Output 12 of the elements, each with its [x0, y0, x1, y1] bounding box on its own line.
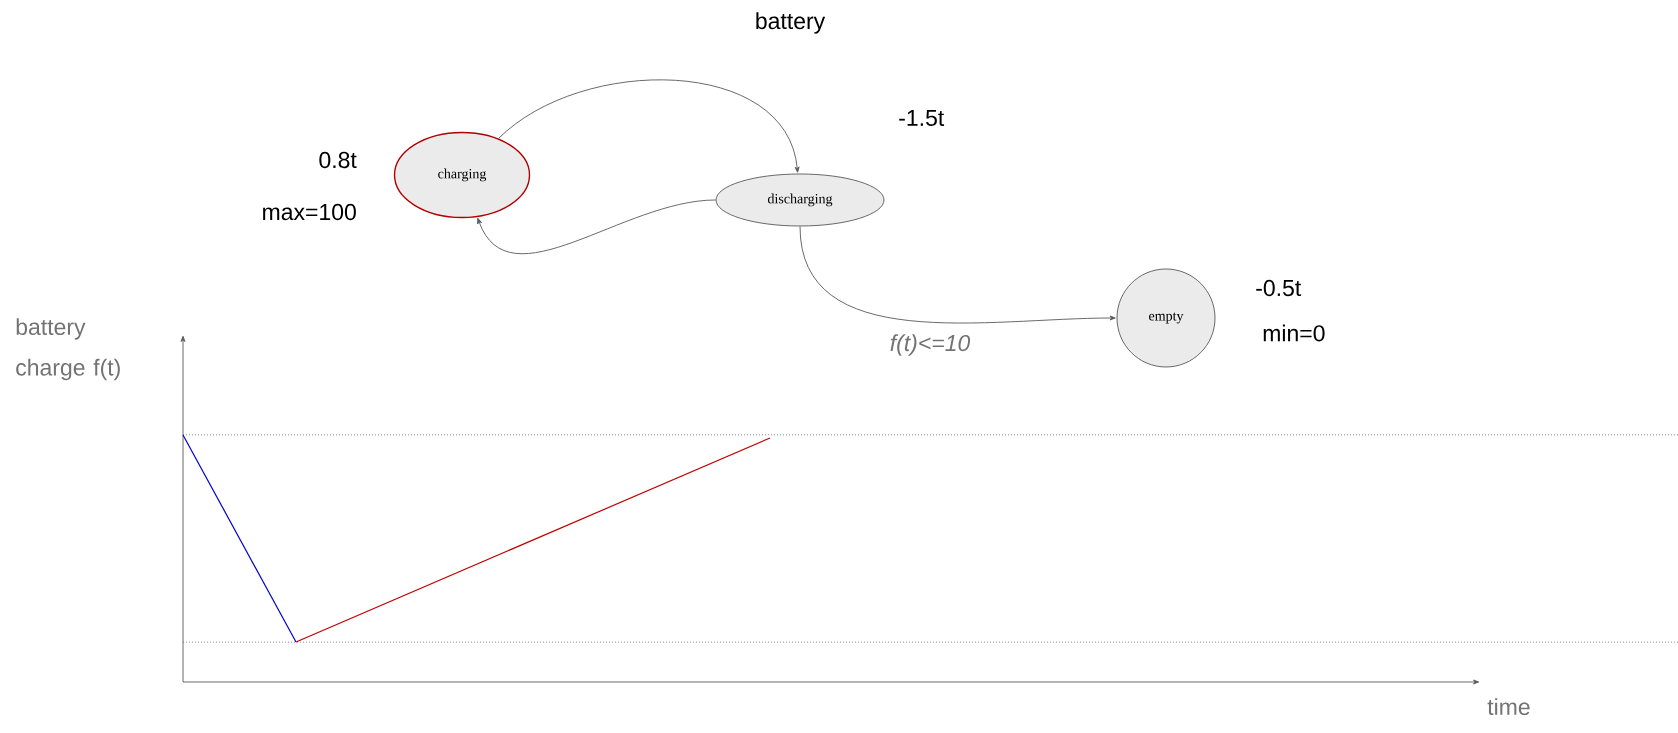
title: battery — [756, 12, 826, 34]
arrow — [477, 199, 716, 254]
arrow — [498, 79, 800, 173]
rate-label: -1.5t — [899, 109, 945, 126]
rate-label: -0.5t — [1256, 279, 1302, 297]
axis-label: time — [1487, 698, 1530, 716]
axis-label: battery charge f(t) — [16, 318, 120, 381]
rate-label: 0.8t — [319, 151, 357, 169]
edge-label: f(t)<=10 — [890, 334, 971, 356]
rate-label: max=100 — [263, 203, 356, 221]
arrow — [799, 226, 1116, 324]
rate-label: min=0 — [1263, 324, 1325, 342]
